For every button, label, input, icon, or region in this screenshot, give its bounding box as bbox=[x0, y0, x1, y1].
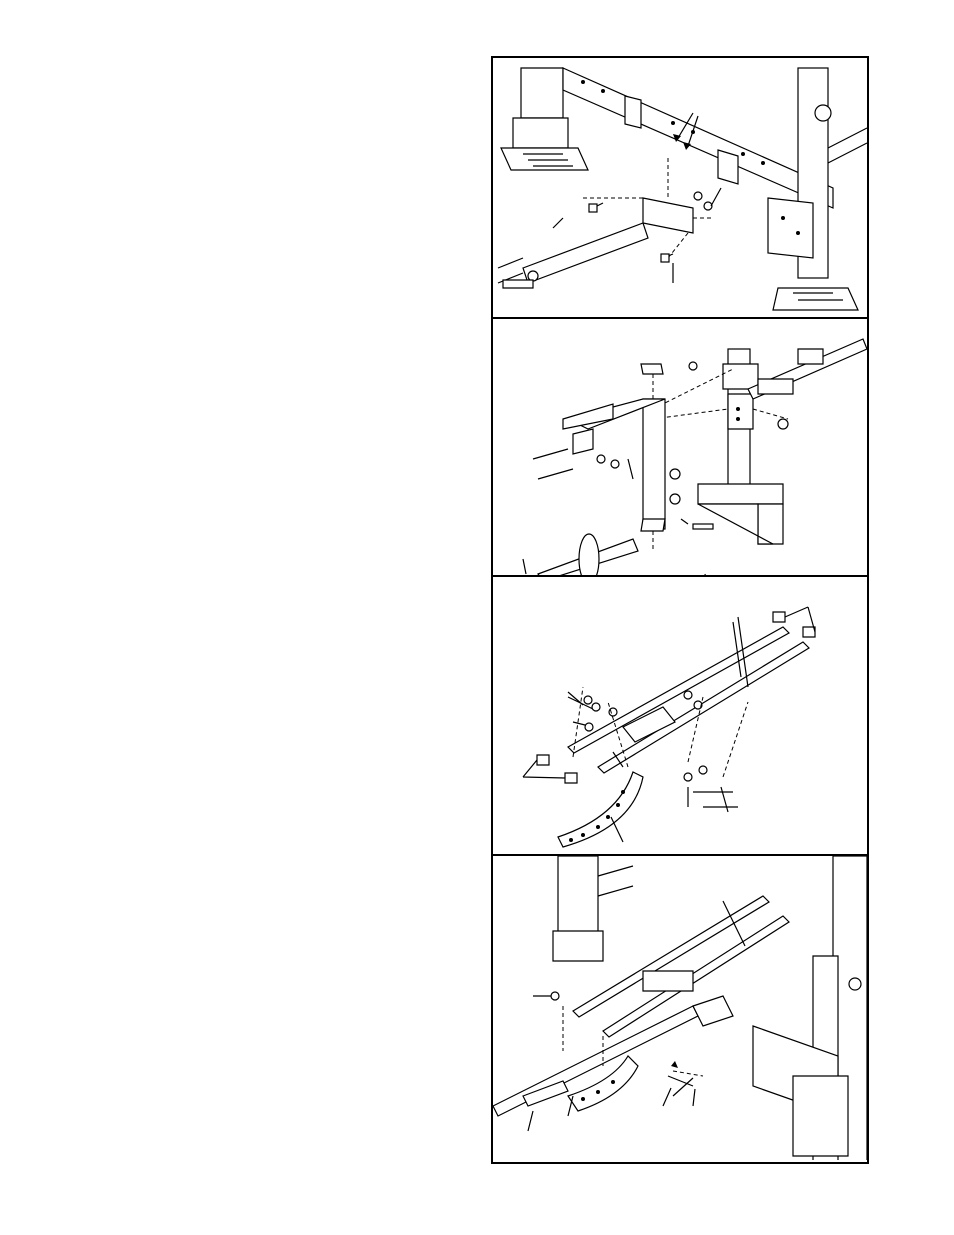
lever-install-drawing bbox=[493, 856, 867, 1160]
frame-crossbar-drawing bbox=[493, 58, 867, 317]
assembly-step-figure-2 bbox=[493, 319, 867, 577]
assembly-step-figure-1 bbox=[493, 58, 867, 319]
assembly-step-figure-3 bbox=[493, 577, 867, 856]
leg-lever-drawing bbox=[493, 577, 867, 854]
weight-arm-drawing bbox=[493, 319, 867, 575]
instruction-text-column bbox=[60, 60, 460, 1160]
assembly-step-figure-4 bbox=[493, 856, 867, 1162]
assembly-figure-frame bbox=[491, 56, 869, 1164]
